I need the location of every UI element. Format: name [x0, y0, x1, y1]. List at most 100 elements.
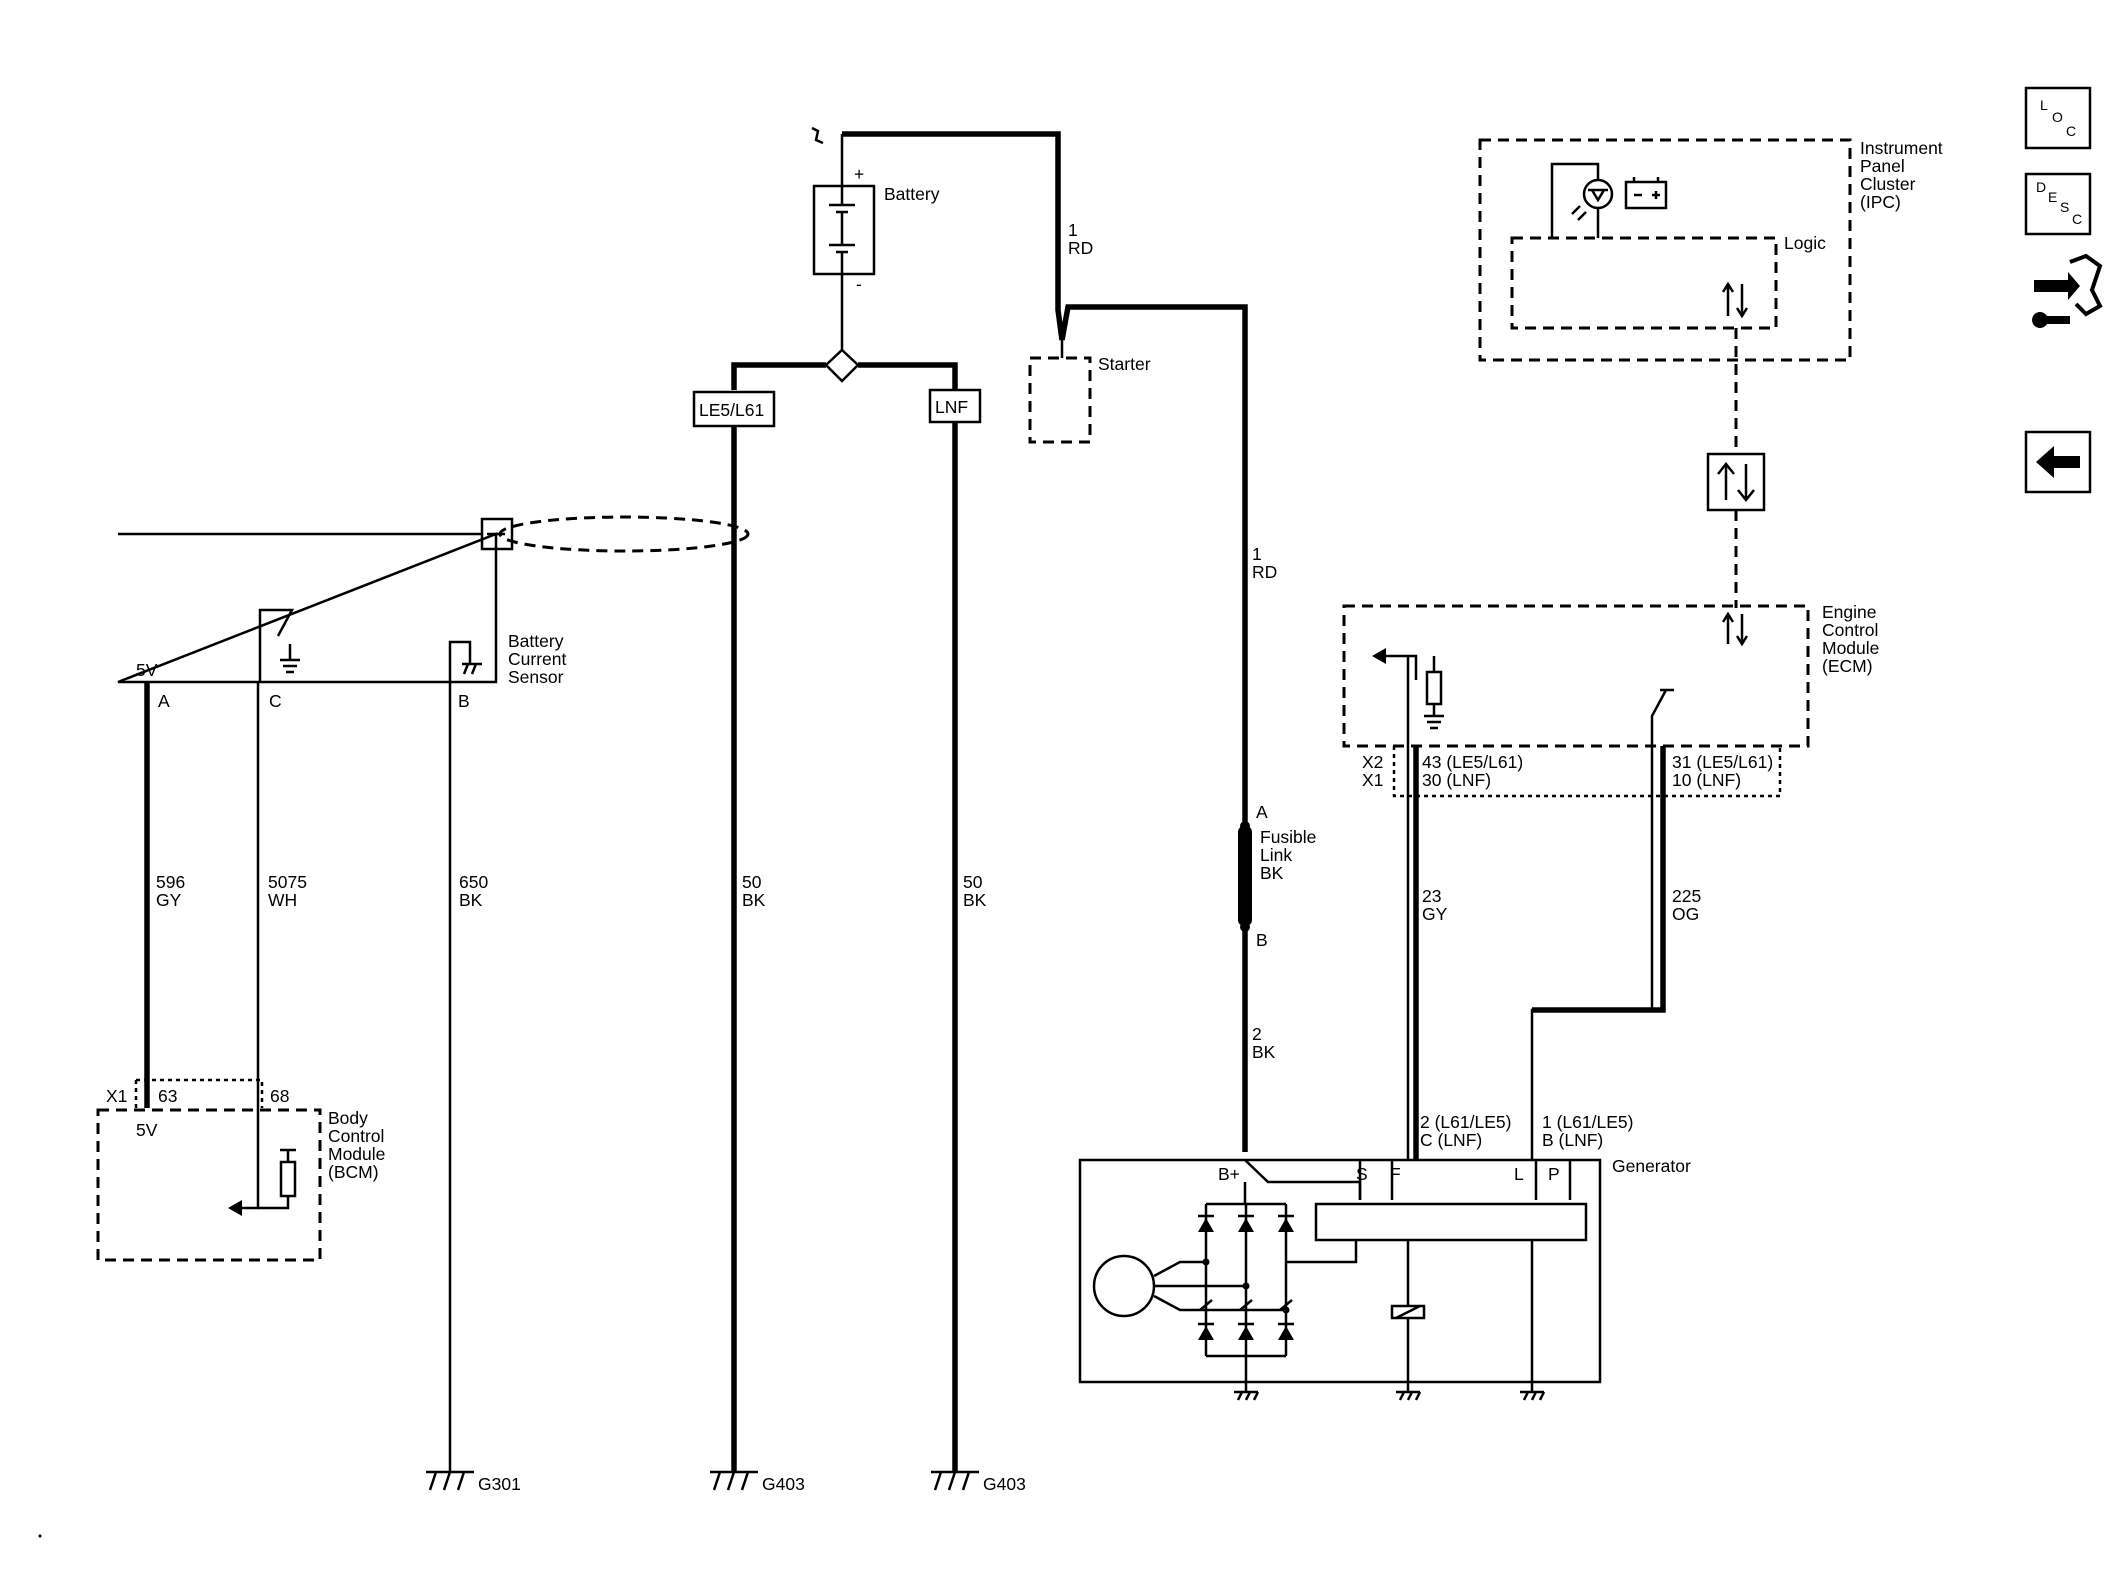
svg-text:Module: Module — [328, 1144, 385, 1164]
ecm-pin2-b: 10 (LNF) — [1672, 770, 1741, 790]
svg-text:1: 1 — [1252, 544, 1262, 564]
svg-text:RD: RD — [1252, 562, 1277, 582]
svg-text:50: 50 — [963, 872, 983, 892]
instrument-panel-cluster: Logic Instrument Panel Cluster (IPC) — [1478, 138, 1943, 362]
svg-text:650: 650 — [459, 872, 488, 892]
svg-text:WH: WH — [268, 890, 297, 910]
battery-current-sensor: 5V A C B Battery Current Sensor — [117, 515, 750, 711]
svg-text:Fusible: Fusible — [1260, 827, 1316, 847]
wire-label-fusible-generator: 2 BK — [1252, 1024, 1276, 1062]
generator-label: Generator — [1612, 1156, 1691, 1176]
bcm-pin-68: 68 — [270, 1086, 289, 1106]
svg-text:BK: BK — [1252, 1042, 1276, 1062]
svg-text:596: 596 — [156, 872, 185, 892]
ecm-pin2-a: 31 (LE5/L61) — [1672, 752, 1773, 772]
svg-text:Battery: Battery — [508, 631, 564, 651]
svg-text:Sensor: Sensor — [508, 667, 564, 687]
svg-text:C: C — [2072, 211, 2082, 227]
battery: + - Battery — [731, 126, 1065, 390]
svg-text:Control: Control — [328, 1126, 384, 1146]
gen-pin-p: P — [1548, 1164, 1560, 1184]
bcm-conn: X1 — [106, 1086, 127, 1106]
svg-text:BK: BK — [1260, 863, 1284, 883]
svg-text:BK: BK — [963, 890, 987, 910]
wire-label-sensor-b: 650 BK — [459, 872, 488, 910]
svg-text:23: 23 — [1422, 886, 1441, 906]
gen-pin-s: S — [1356, 1164, 1368, 1184]
gen-f-label-b: C (LNF) — [1420, 1130, 1482, 1150]
svg-text:Cluster: Cluster — [1860, 174, 1916, 194]
option-lnf-label: LNF — [935, 397, 968, 417]
battery-plus-label: + — [854, 164, 864, 184]
svg-text:GY: GY — [156, 890, 182, 910]
gen-pin-bplus: B+ — [1218, 1164, 1240, 1184]
svg-text:O: O — [2052, 109, 2063, 125]
battery-minus-label: - — [856, 274, 862, 294]
engine-control-module: X2 X1 43 (LE5/L61) 30 (LNF) 31 (LE5/L61)… — [1342, 602, 1879, 798]
svg-text:Body: Body — [328, 1108, 368, 1128]
svg-text:5075: 5075 — [268, 872, 307, 892]
sensor-pin-b: B — [458, 691, 470, 711]
battery-label: Battery — [884, 184, 940, 204]
ecm-x1: X1 — [1362, 770, 1383, 790]
wire-label-battery-starter: 1 RD — [1068, 220, 1093, 258]
starter-label: Starter — [1098, 354, 1151, 374]
svg-text:OG: OG — [1672, 904, 1699, 924]
generator: 2 (L61/LE5) C (LNF) 1 (L61/LE5) B (LNF) … — [1078, 1112, 1691, 1401]
svg-text:2: 2 — [1252, 1024, 1262, 1044]
svg-text:BK: BK — [742, 890, 766, 910]
svg-text:Logic: Logic — [1784, 233, 1826, 253]
option-lnf: LNF — [928, 388, 982, 424]
wire-label-sensor-c: 5075 WH — [268, 872, 307, 910]
sensor-pin-a: A — [158, 691, 170, 711]
svg-text:S: S — [2060, 199, 2069, 215]
svg-text:E: E — [2048, 189, 2057, 205]
svg-text:BK: BK — [459, 890, 483, 910]
fusible-link: A B Fusible Link BK — [1238, 802, 1316, 950]
svg-text:Control: Control — [1822, 620, 1878, 640]
svg-text:Link: Link — [1260, 845, 1292, 865]
svg-text:50: 50 — [742, 872, 762, 892]
svg-text:(BCM): (BCM) — [328, 1162, 379, 1182]
wire-label-ecm-f: 23 GY — [1422, 886, 1448, 924]
serial-data-icon — [1706, 452, 1766, 512]
body-control-module: X1 63 68 5V Body Control Module (BCM) — [96, 1078, 385, 1262]
svg-text:C: C — [2066, 123, 2076, 139]
svg-text:D: D — [2036, 179, 2046, 195]
wire-label-sensor-a: 596 GY — [156, 872, 185, 910]
gen-p-label-a: 1 (L61/LE5) — [1542, 1112, 1633, 1132]
wire-label-ground-le5: 50 BK — [742, 872, 766, 910]
svg-text:GY: GY — [1422, 904, 1448, 924]
ecm-pin1-b: 30 (LNF) — [1422, 770, 1491, 790]
fusible-pin-a: A — [1256, 802, 1268, 822]
svg-text:Current: Current — [508, 649, 566, 669]
option-le5-l61-label: LE5/L61 — [699, 400, 764, 420]
option-le5-l61: LE5/L61 — [692, 390, 776, 428]
wire-label-ecm-l: 225 OG — [1672, 886, 1701, 924]
ground-g403-b: G403 — [931, 1470, 1026, 1494]
svg-text:1: 1 — [1068, 220, 1078, 240]
sensor-5v: 5V — [136, 660, 158, 680]
back-button[interactable] — [2024, 430, 2092, 494]
svg-text:G403: G403 — [983, 1474, 1026, 1494]
svg-text:G403: G403 — [762, 1474, 805, 1494]
ground-g301: G301 — [426, 1470, 521, 1494]
bcm-5v: 5V — [136, 1120, 158, 1140]
svg-text:Engine: Engine — [1822, 602, 1877, 622]
connector-repair-icon[interactable] — [2032, 253, 2103, 328]
svg-text:RD: RD — [1068, 238, 1093, 258]
gen-pin-l: L — [1514, 1164, 1524, 1184]
loc-button[interactable]: L O C — [2024, 86, 2092, 150]
svg-text:G301: G301 — [478, 1474, 521, 1494]
svg-text:Module: Module — [1822, 638, 1879, 658]
desc-button[interactable]: D E S C — [2024, 172, 2092, 236]
svg-text:Panel: Panel — [1860, 156, 1905, 176]
fusible-pin-b: B — [1256, 930, 1268, 950]
gen-f-label-a: 2 (L61/LE5) — [1420, 1112, 1511, 1132]
gen-pin-f: F — [1390, 1164, 1401, 1184]
ground-g403-a: G403 — [710, 1470, 805, 1494]
svg-text:Instrument: Instrument — [1860, 138, 1943, 158]
svg-text:(IPC): (IPC) — [1860, 192, 1901, 212]
svg-text:L: L — [2040, 97, 2048, 113]
